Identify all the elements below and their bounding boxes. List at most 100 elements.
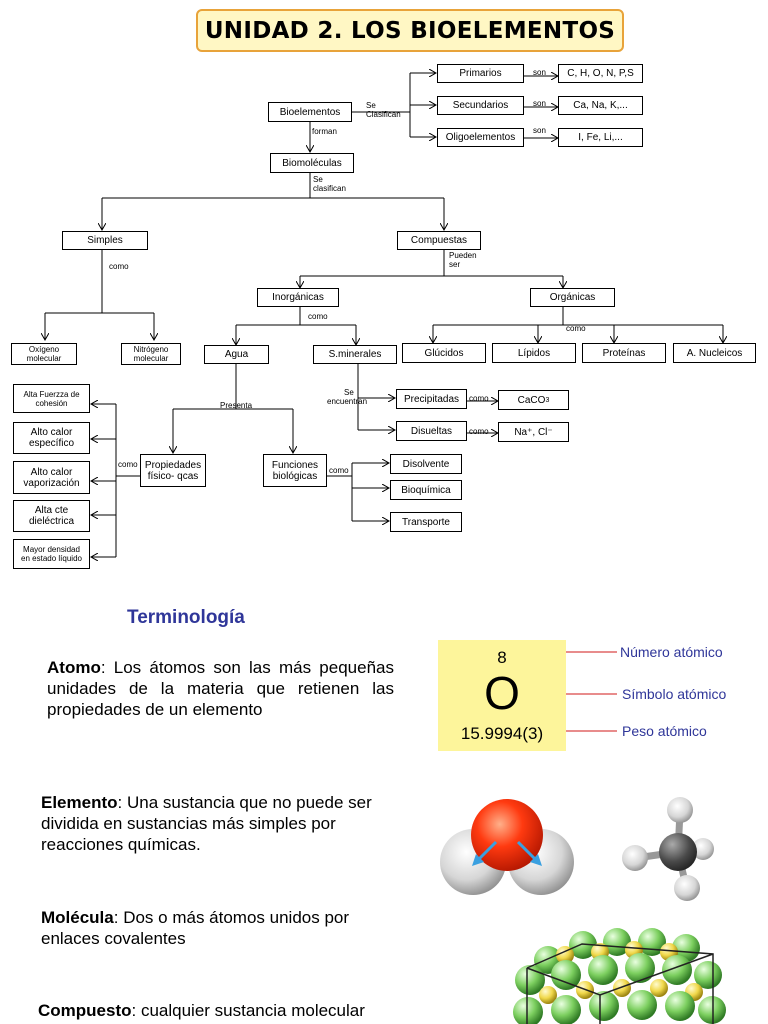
como-label-simples: como [109,262,129,271]
anucleicos-node: A. Nucleicos [673,343,756,363]
prop-vaporizacion-line1: Alto calor [30,466,73,478]
atomo-definition: Atomo: Los átomos son las más pequeñas u… [47,657,394,720]
page-title: UNIDAD 2. LOS BIOELEMENTOS [196,9,624,52]
son-label-1: son [533,68,546,77]
compuestas-node: Compuestas [397,231,481,250]
oxigeno-line1: Oxígeno [28,345,60,354]
se-clasifican-2-label: Se clasifican [313,175,346,193]
bioquimica-node: Bioquímica [390,480,462,500]
se-encuentran-line1: Se [344,388,354,397]
oxygen-element-card: 8 O 15.9994(3) [438,640,566,751]
primarios-examples: C, H, O, N, P,S [558,64,643,83]
oligoelementos-examples: I, Fe, Li,... [558,128,643,147]
prop-calor-especifico-line2: específico [28,438,75,449]
elemento-def-text: : Una sustancia que no puede ser dividid… [41,793,372,854]
se-clasifican-line2: Clasifican [366,110,401,119]
biomoleculas-node: Biomoléculas [270,153,354,173]
como-label-funciones: como [329,466,349,475]
como-label-organicas: como [566,324,586,333]
se-clasifican-2-line2: clasifican [313,184,346,193]
atomic-weight: 15.9994(3) [460,724,544,743]
funciones-line2: biológicas [272,470,318,482]
molecula-term: Molécula [41,908,114,927]
agua-node: Agua [204,345,269,364]
proteinas-node: Proteínas [582,343,666,363]
pueden-ser-line1: Pueden [449,251,477,260]
forman-label: forman [312,127,337,136]
como-label-precipitadas: como [469,394,489,403]
sminerales-node: S.minerales [313,345,397,364]
presenta-label: Presenta [220,401,253,410]
bioelementos-node: Bioelementos [268,102,352,122]
se-encuentran-label: Se encuentran [327,388,367,406]
compuesto-definition: Compuesto: cualquier sustancia molecular [38,1000,428,1021]
se-encuentran-line2: encuentran [327,397,368,406]
como-label-disueltas: como [469,427,489,436]
oligoelementos-node: Oligoelementos [437,128,524,147]
glucidos-node: Glúcidos [402,343,486,363]
organicas-node: Orgánicas [530,288,615,307]
prop-densidad-line2: en estado líquido [21,554,82,563]
primarios-node: Primarios [437,64,524,83]
prop-cohesion-line2: cohesión [35,398,68,408]
molecula-def-text: : Dos o más átomos unidos por enlaces co… [41,908,350,948]
compuesto-def-text: : cualquier sustancia molecular [131,1001,365,1020]
atomo-def-text: : Los átomos son las más pequeñas unidad… [47,658,394,719]
secundarios-examples: Ca, Na, K,... [558,96,643,115]
inorganicas-node: Inorgánicas [257,288,339,307]
prop-calor-especifico-line1: Alto calor [30,427,73,438]
funciones-line1: Funciones [271,459,319,471]
water-molecule-image [440,799,574,895]
caco3-subscript: 3 [545,396,550,404]
label-simbolo-atomico: Símbolo atómico [622,686,727,702]
como-label-propiedades: como [118,460,138,469]
label-numero-atomico: Número atómico [620,644,723,660]
pueden-ser-line2: ser [449,260,461,269]
disueltas-node: Disueltas [396,421,467,441]
caco3-text: CaCO [517,394,546,406]
son-label-2: son [533,99,546,108]
secundarios-node: Secundarios [437,96,524,115]
prop-dielectrica-line1: Alta cte [34,505,69,516]
nitrogeno-line1: Nitrógeno [133,345,169,354]
transporte-node: Transporte [390,512,462,532]
atomo-term: Atomo [47,658,101,677]
elemento-definition: Elemento: Una sustancia que no puede ser… [41,792,393,855]
disolvente-node: Disolvente [390,454,462,474]
crystal-lattice-image [513,928,726,1024]
propiedades-line2: físico- qcas [147,470,199,482]
iones-node: Na⁺, Cl⁻ [498,422,569,442]
label-peso-atomico: Peso atómico [622,723,707,739]
molecula-definition: Molécula: Dos o más átomos unidos por en… [41,907,371,949]
como-label-inorganicas: como [308,312,328,321]
nitrogeno-line2: molecular [133,354,169,363]
lipidos-node: Lípidos [492,343,576,363]
prop-densidad-line1: Mayor densidad [23,545,80,554]
se-clasifican-line1: Se [366,101,376,110]
atomic-symbol: O [484,667,520,719]
atomic-number: 8 [497,648,507,667]
son-label-3: son [533,126,546,135]
simples-node: Simples [62,231,148,250]
compuesto-term: Compuesto [38,1001,132,1020]
prop-cohesion-line1: Alta Fuerzza de [23,389,80,399]
precipitadas-node: Precipitadas [396,389,467,409]
propiedades-line1: Propiedades [144,459,202,471]
elemento-term: Elemento [41,793,118,812]
methane-molecule-image [622,797,714,901]
se-clasifican-label: Se Clasifican [366,101,401,119]
pueden-ser-label: Pueden ser [449,251,477,269]
prop-dielectrica-line2: dieléctrica [28,516,75,527]
terminology-heading: Terminología [127,607,245,628]
